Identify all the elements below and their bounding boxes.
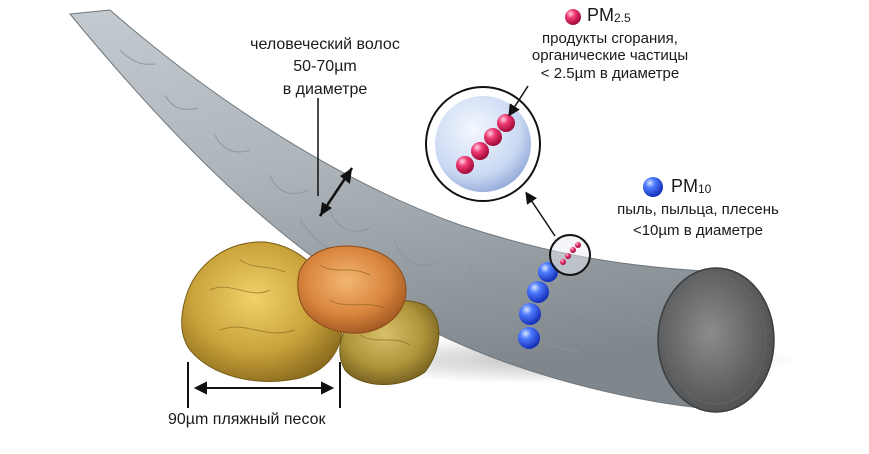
pm10-size: <10µm в диаметре — [632, 222, 764, 240]
sand-grains — [181, 241, 440, 385]
pm10-legend-icon — [643, 177, 663, 197]
pm25-title: PM2.5 — [587, 5, 631, 26]
hair-label: человеческий волос 50-70µm в диаметре — [230, 36, 420, 99]
hair-size: 50-70µm — [293, 58, 357, 76]
pm25-desc-line2: органические частицы — [531, 47, 689, 65]
sand-label: 90µm пляжный песок — [168, 411, 326, 428]
pm25-legend-icon — [565, 9, 581, 25]
sand-dimension — [187, 362, 341, 408]
pm25-description: продукты сгорания, органические частицы … — [495, 30, 725, 82]
pm25-desc-line1: продукты сгорания, — [542, 30, 678, 47]
pm25-title-sub: 2.5 — [614, 11, 631, 25]
pm10-description: пыль, пыльца, плесень <10µm в диаметре — [578, 201, 818, 240]
pm25-magnifier — [425, 86, 541, 202]
human-hair — [69, 9, 775, 413]
hair-unit-note: в диаметре — [282, 80, 368, 98]
pm25-zoom-source — [549, 234, 591, 276]
pm25-pointer — [508, 85, 529, 117]
pm10-title: PM10 — [671, 176, 711, 197]
hair-cross-section — [657, 267, 775, 413]
sand-grain-orange — [297, 245, 407, 334]
pm10-title-sub: 10 — [698, 182, 712, 196]
hair-name: человеческий волос — [250, 36, 400, 53]
pm25-title-main: PM — [587, 5, 614, 25]
pm10-desc: пыль, пыльца, плесень — [617, 201, 779, 218]
pm25-size: < 2.5µm в диаметре — [540, 64, 680, 82]
zoom-connector — [525, 191, 556, 237]
pm10-title-main: PM — [671, 176, 698, 196]
hair-diameter-indicator — [317, 98, 354, 217]
